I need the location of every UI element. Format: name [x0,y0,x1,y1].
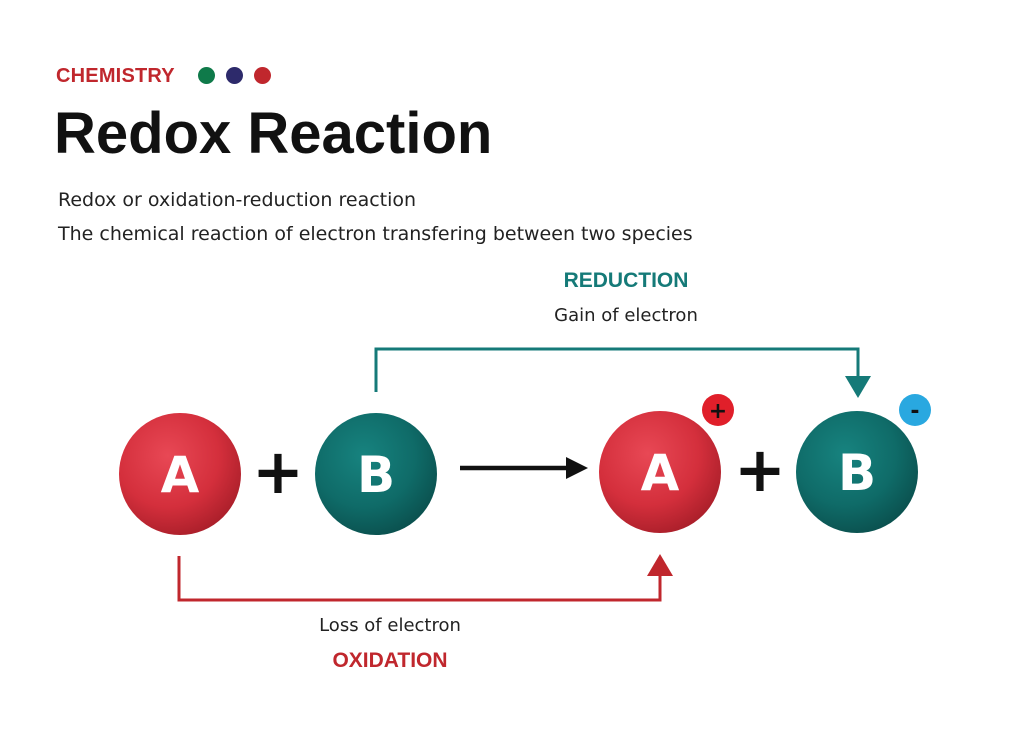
green-dot-icon [198,67,215,84]
reactant-plus-sign: + [252,435,304,508]
oxidation-description: Loss of electron [319,615,461,636]
product-atom-a-letter: A [641,444,680,502]
oxidation-arrow [177,554,673,602]
reactant-atom-a-letter: A [161,446,200,504]
positive-charge-icon: + [702,394,734,426]
category-label: CHEMISTRY [56,65,175,87]
negative-charge-icon: - [899,394,931,426]
product-atom-b: B [796,411,918,533]
reactant-atom-b-letter: B [357,446,395,504]
reduction-arrow [374,347,871,398]
reaction-arrow [460,457,588,479]
product-atom-a: A [599,411,721,533]
red-dot-icon [254,67,271,84]
product-atom-b-letter: B [838,444,876,502]
product-plus-sign: + [734,433,786,506]
subtitle-line-1: Redox or oxidation-reduction reaction [58,189,417,211]
reactant-atom-b: B [315,413,437,535]
page-title: Redox Reaction [54,101,493,166]
reduction-description: Gain of electron [554,305,698,326]
reactant-atom-a: A [119,413,241,535]
positive-charge-label: + [709,399,727,424]
navy-dot-icon [226,67,243,84]
negative-charge-label: - [910,399,919,424]
oxidation-heading: OXIDATION [332,649,448,672]
subtitle-line-2: The chemical reaction of electron transf… [58,223,693,245]
reduction-heading: REDUCTION [563,269,689,292]
